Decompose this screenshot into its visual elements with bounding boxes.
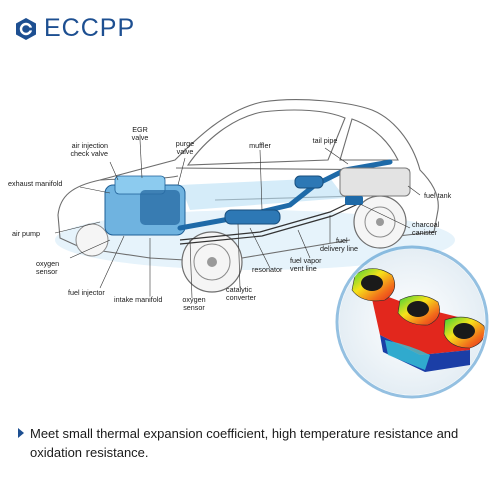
leader-lines: [54, 139, 421, 299]
label-tail-pipe: tail pipe: [313, 136, 338, 145]
muffler: [294, 175, 324, 189]
label-fuel-injector: fuel injector: [68, 288, 105, 297]
label-resonator: resonator: [252, 265, 283, 274]
feature-caption: Meet small thermal expansion coefficient…: [30, 426, 459, 460]
engine-block: [104, 175, 186, 236]
hexagon-logo-icon: [16, 17, 36, 40]
label-exhaust-manifold: exhaust manifold: [8, 179, 62, 188]
brand-logo: ECCPP: [14, 14, 135, 43]
front-wheel: [181, 231, 243, 293]
rear-far-wheel: [75, 223, 109, 257]
catalytic-converter: [224, 209, 281, 225]
fuel-tank: [339, 167, 411, 197]
charcoal-canister: [345, 196, 363, 205]
label-intake-manifold: intake manifold: [114, 295, 162, 304]
label-fuel-tank: fuel tank: [424, 191, 452, 200]
label-air-pump: air pump: [12, 229, 40, 238]
manifold-heatmap-zoom: [335, 245, 489, 399]
fuel-lines: [179, 199, 359, 245]
label-muffler: muffler: [249, 141, 271, 150]
caption-bullet-icon: [18, 428, 24, 438]
brand-name: ECCPP: [44, 14, 136, 42]
